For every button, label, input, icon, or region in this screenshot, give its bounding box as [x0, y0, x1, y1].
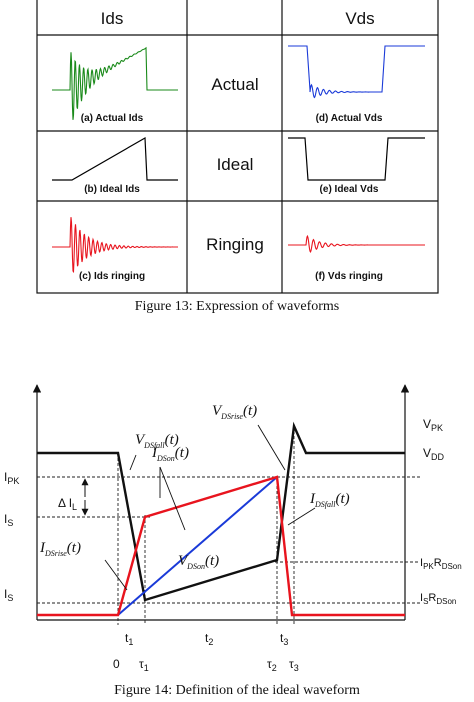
row-label-actual: Actual: [211, 75, 258, 94]
actual-vds-waveform: [288, 45, 425, 99]
label-t2: t2: [205, 631, 213, 647]
label-vdsrise: VDSrise(t): [212, 403, 257, 421]
label-vdson: VDSon(t): [178, 553, 219, 571]
caption-ideal-ids: (b) Ideal Ids: [84, 184, 140, 195]
label-t3: t3: [280, 631, 288, 647]
label-is-lower: IS: [4, 587, 13, 603]
label-vdd: VDD: [423, 446, 445, 462]
idson-pointer-1: [159, 466, 186, 531]
caption-actual-ids: (a) Actual Ids: [81, 113, 144, 124]
caption-actual-vds: (d) Actual Vds: [316, 113, 383, 124]
figure14-caption: Figure 14: Definition of the ideal wavef…: [114, 683, 360, 698]
label-vpk: VPK: [423, 417, 443, 433]
label-time-zero: 0: [113, 657, 120, 671]
ideal-vds-waveform: [288, 137, 425, 181]
current-waveform: [37, 475, 405, 617]
label-ipk: IPK: [4, 470, 19, 486]
caption-ids-ringing: (c) Ids ringing: [79, 271, 145, 282]
caption-ideal-vds: (e) Ideal Vds: [320, 184, 379, 195]
caption-vds-ringing: (f) Vds ringing: [315, 271, 383, 282]
label-is-upper: IS: [4, 512, 13, 528]
waveform-table: [36, 0, 439, 294]
dashed-guides: [37, 426, 420, 625]
header-vds: Vds: [345, 9, 374, 28]
label-tau3: τ3: [289, 657, 299, 673]
label-idsfall: IDSfall(t): [309, 491, 350, 509]
label-idsrise: IDSrise(t): [39, 540, 81, 558]
label-idson: IDSon(t): [151, 445, 189, 463]
vdson-line: [117, 476, 278, 616]
vdsrise-pointer: [257, 424, 286, 471]
vdsfall-pointer: [129, 454, 137, 471]
label-is-rdson: ISRDSon: [420, 592, 456, 606]
ids-ringing-waveform: [52, 217, 178, 274]
row-label-ideal: Ideal: [217, 155, 254, 174]
actual-ids-waveform: [52, 46, 178, 120]
annotation-lines: [104, 424, 316, 591]
voltage-waveform: [37, 421, 405, 602]
header-ids: Ids: [101, 9, 124, 28]
row-label-ringing: Ringing: [206, 235, 264, 254]
diagram-axes: [32, 384, 410, 621]
label-delta-il: Δ IL: [58, 496, 77, 512]
idsrise-pointer: [104, 559, 128, 591]
figure13-caption: Figure 13: Expression of waveforms: [134, 299, 340, 314]
idsfall-pointer: [287, 507, 316, 526]
label-ipk-rdson: IPKRDSon: [420, 557, 462, 571]
ideal-ids-waveform: [52, 136, 178, 181]
label-tau1: τ1: [139, 657, 149, 673]
label-tau2: τ2: [267, 657, 277, 673]
table-frame: [36, 0, 439, 294]
vds-ringing-waveform: [288, 234, 425, 254]
label-t1: t1: [125, 631, 133, 647]
label-vdsfall: VDSfall(t): [135, 432, 179, 450]
